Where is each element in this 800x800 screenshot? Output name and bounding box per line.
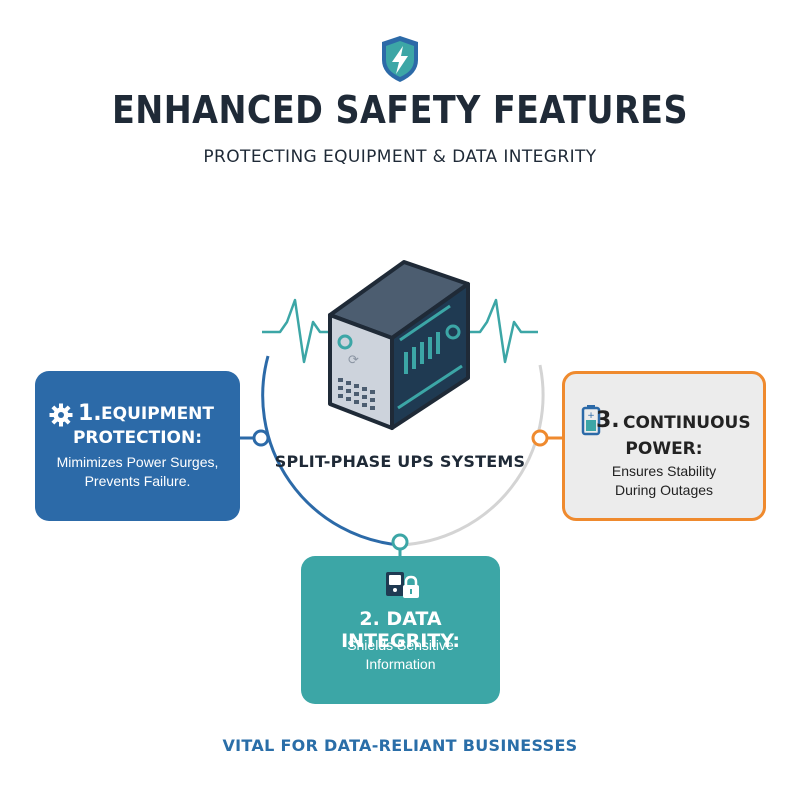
hard-drive-lock-icon <box>386 572 419 598</box>
feature-description-line2: Information <box>365 656 436 672</box>
feature-title-line2: PROTECTION: <box>72 428 203 448</box>
feature-description: Shields Sensitive Information <box>301 636 500 674</box>
gear-icon <box>49 403 73 427</box>
feature-title: 2. DATA INTEGRITY: <box>341 608 460 652</box>
feature-title-line2: POWER: <box>625 439 703 459</box>
feature-card-continuous-power: + 3. CONTINUOUS POWER: Ensures Stability… <box>562 371 766 521</box>
feature-card-data-integrity: 2. DATA INTEGRITY: Shields Sensitive Inf… <box>301 556 500 704</box>
shield-lightning-icon <box>382 36 418 82</box>
feature-description-line1: Shields Sensitive <box>347 637 454 653</box>
feature-number: 3. <box>596 408 620 433</box>
svg-text:+: + <box>587 411 595 421</box>
node-left <box>252 429 270 447</box>
hub-label: SPLIT-PHASE UPS SYSTEMS <box>274 452 526 471</box>
feature-description-line1: Mimimizes Power Surges, <box>56 454 219 470</box>
ring-arc-left <box>261 355 401 547</box>
feature-description: Ensures Stability During Outages <box>565 462 763 500</box>
node-right <box>531 429 549 447</box>
node-bottom <box>391 533 409 551</box>
feature-description-line1: Ensures Stability <box>611 463 717 479</box>
feature-number: 1. <box>78 401 102 426</box>
feature-description: Mimimizes Power Surges, Prevents Failure… <box>35 453 240 491</box>
ring-arc-right <box>399 364 545 547</box>
ups-server-icon: ⟳ <box>328 260 470 430</box>
feature-description-line2: Prevents Failure. <box>84 473 191 489</box>
feature-title-line1: EQUIPMENT <box>101 404 215 424</box>
feature-title-line1: CONTINUOUS <box>623 413 751 433</box>
battery-icon: + <box>581 405 601 436</box>
page-subtitle: PROTECTING EQUIPMENT & DATA INTEGRITY <box>203 147 597 167</box>
heartbeat-left <box>262 298 330 364</box>
page-title: ENHANCED SAFETY FEATURES <box>112 88 688 132</box>
feature-description-line2: During Outages <box>614 482 714 498</box>
heartbeat-right <box>470 298 538 364</box>
svg-text:⟳: ⟳ <box>348 353 359 368</box>
footer-tagline: VITAL FOR DATA-RELIANT BUSINESSES <box>222 736 578 755</box>
feature-card-equipment-protection: 1. EQUIPMENT PROTECTION: Mimimizes Power… <box>35 371 240 521</box>
